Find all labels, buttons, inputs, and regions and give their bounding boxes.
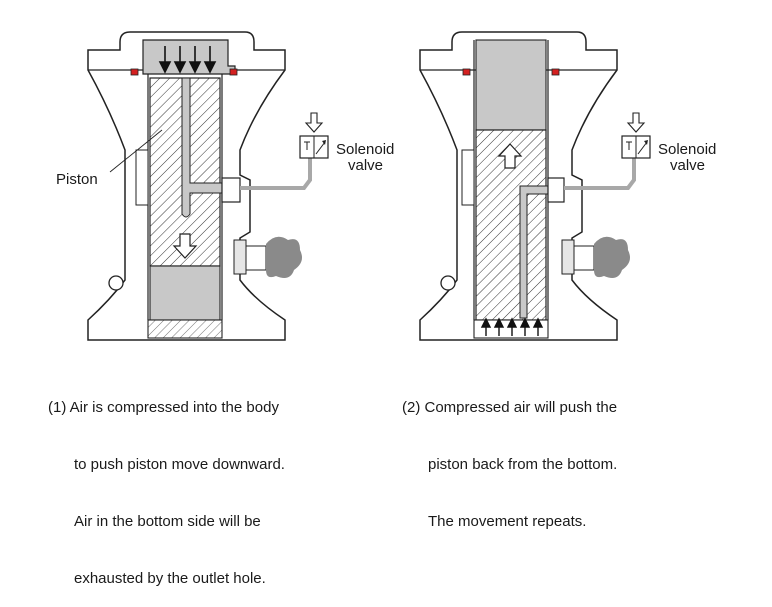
right-inlet-port bbox=[547, 177, 565, 203]
caption-left-line-3: Air in the bottom side will be bbox=[74, 513, 261, 530]
right-pressure-arrows-up bbox=[480, 317, 544, 336]
right-top-air bbox=[475, 39, 547, 131]
caption-left-line-2: to push piston move downward. bbox=[74, 456, 285, 473]
right-side-recess bbox=[461, 149, 475, 206]
right-exhaust-cloud bbox=[594, 236, 630, 278]
hollow-arrow-down-icon bbox=[626, 112, 646, 133]
left-top-air-chamber bbox=[142, 39, 236, 75]
right-seal-left bbox=[462, 68, 471, 76]
caption-right-line-3: The movement repeats. bbox=[428, 513, 587, 530]
left-seal-right bbox=[229, 68, 238, 76]
right-outlet-nut bbox=[561, 239, 575, 275]
piston-leader-line bbox=[109, 129, 163, 173]
caption-left: (1) Air is compressed into the body to p… bbox=[48, 360, 285, 607]
right-air-tube bbox=[564, 158, 636, 190]
caption-left-line-1: (1) Air is compressed into the body bbox=[48, 399, 279, 416]
hollow-arrow-down-icon bbox=[172, 233, 198, 259]
left-inlet-port bbox=[221, 177, 241, 203]
solenoid-label-left-1: Solenoid bbox=[336, 141, 394, 158]
piston-label: Piston bbox=[56, 171, 98, 188]
right-outlet-body bbox=[573, 245, 595, 271]
solenoid-label-right-1: Solenoid bbox=[658, 141, 716, 158]
left-outlet-body bbox=[245, 245, 267, 271]
right-seal-right bbox=[551, 68, 560, 76]
left-side-recess bbox=[135, 149, 149, 206]
left-bottom-air bbox=[149, 265, 221, 321]
caption-left-line-4: exhausted by the outlet hole. bbox=[74, 570, 266, 587]
right-unit: Solenoid valve bbox=[419, 31, 716, 341]
caption-right-line-1: (2) Compressed air will push the bbox=[402, 399, 618, 416]
right-mount-hole bbox=[440, 275, 456, 291]
left-unit: Piston Solenoid valve bbox=[56, 31, 394, 341]
left-air-tube bbox=[240, 158, 312, 190]
caption-right-line-2: piston back from the bottom. bbox=[428, 456, 618, 473]
solenoid-valve-icon bbox=[299, 135, 329, 159]
left-exhaust-cloud bbox=[266, 236, 302, 278]
left-pressure-arrows-down bbox=[158, 46, 217, 74]
solenoid-label-left-2: valve bbox=[348, 157, 383, 174]
caption-right: (2) Compressed air will push the piston … bbox=[402, 360, 617, 550]
left-mount-hole bbox=[108, 275, 124, 291]
left-seal-left bbox=[130, 68, 139, 76]
knocker-operation-diagram: Piston Solenoid valve bbox=[56, 31, 716, 341]
solenoid-label-right-2: valve bbox=[670, 157, 705, 174]
hollow-arrow-down-icon bbox=[304, 112, 324, 133]
left-bottom-plate bbox=[147, 319, 223, 339]
left-outlet-nut bbox=[233, 239, 247, 275]
solenoid-valve-icon bbox=[621, 135, 651, 159]
hollow-arrow-up-icon bbox=[497, 143, 523, 169]
